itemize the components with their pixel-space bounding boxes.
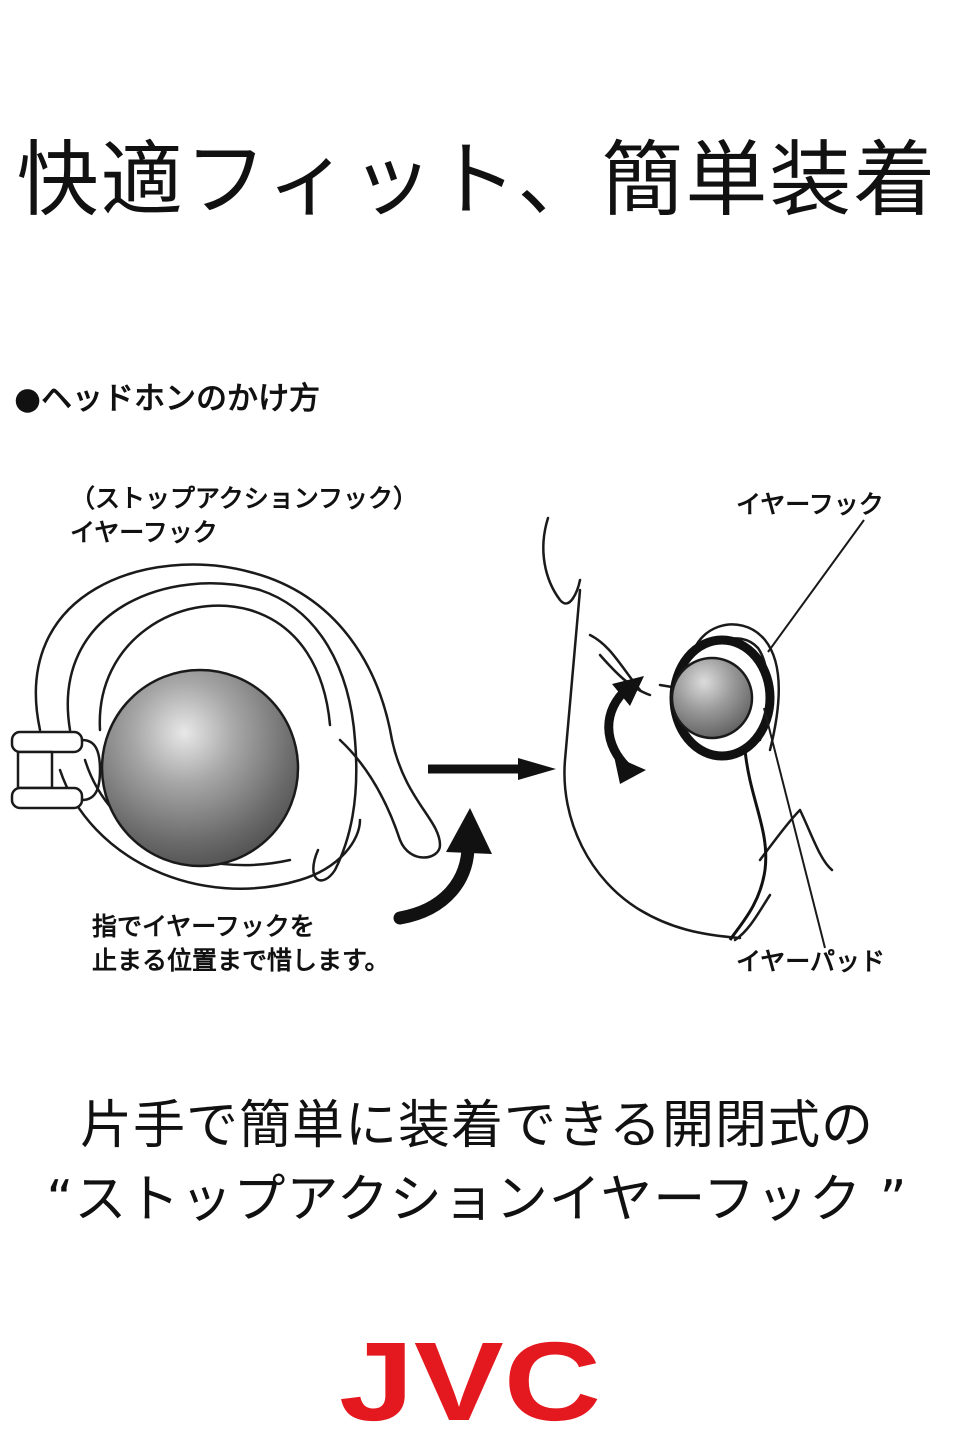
ear-hook-label: イヤーフック [736, 490, 884, 519]
ear-hook-leader-line [767, 519, 865, 653]
feature-caption-line2: “ストップアクションイヤーフック ” [46, 1169, 908, 1230]
headline: 快適フィット、簡単装着 [16, 133, 938, 228]
direction-arrowhead-icon [518, 758, 556, 780]
instruction-line1: 指でイヤーフックを [92, 912, 315, 941]
feature-caption: 片手で簡単に装着できる開閉式の “ストップアクションイヤーフック ” [0, 1090, 954, 1238]
push-arrowhead-icon [446, 808, 492, 854]
rotation-arrowhead-top-icon [612, 676, 644, 706]
driver-disc-small [670, 656, 754, 740]
headphone-wearing-diagram [10, 516, 865, 949]
feature-caption-line1: 片手で簡単に装着できる開閉式の [80, 1096, 874, 1156]
instruction-text: 指でイヤーフックを 止まる位置まで惜します。 [92, 910, 390, 978]
rotation-arrowhead-bottom-icon [614, 756, 646, 784]
driver-disc-large [100, 668, 300, 868]
stop-action-hook-label: （ストップアクションフック） イヤーフック [70, 482, 418, 550]
ear-pad-label: イヤーパッド [736, 947, 886, 976]
stop-action-hook-label-line1: （ストップアクションフック） [70, 484, 419, 513]
section-heading: ●ヘッドホンのかけ方 [14, 381, 321, 417]
stop-action-hook-label-line2: イヤーフック [70, 517, 218, 547]
cable-illustration [728, 749, 768, 941]
jvc-logo-text: JVC [339, 1330, 601, 1430]
head-profile-illustration [542, 516, 834, 942]
jvc-logo: JVC [339, 1330, 601, 1430]
ear-pad-leader-line [763, 707, 826, 949]
instruction-line2: 止まる位置まで惜します。 [92, 945, 390, 975]
headphone-closeup-illustration [10, 563, 442, 890]
